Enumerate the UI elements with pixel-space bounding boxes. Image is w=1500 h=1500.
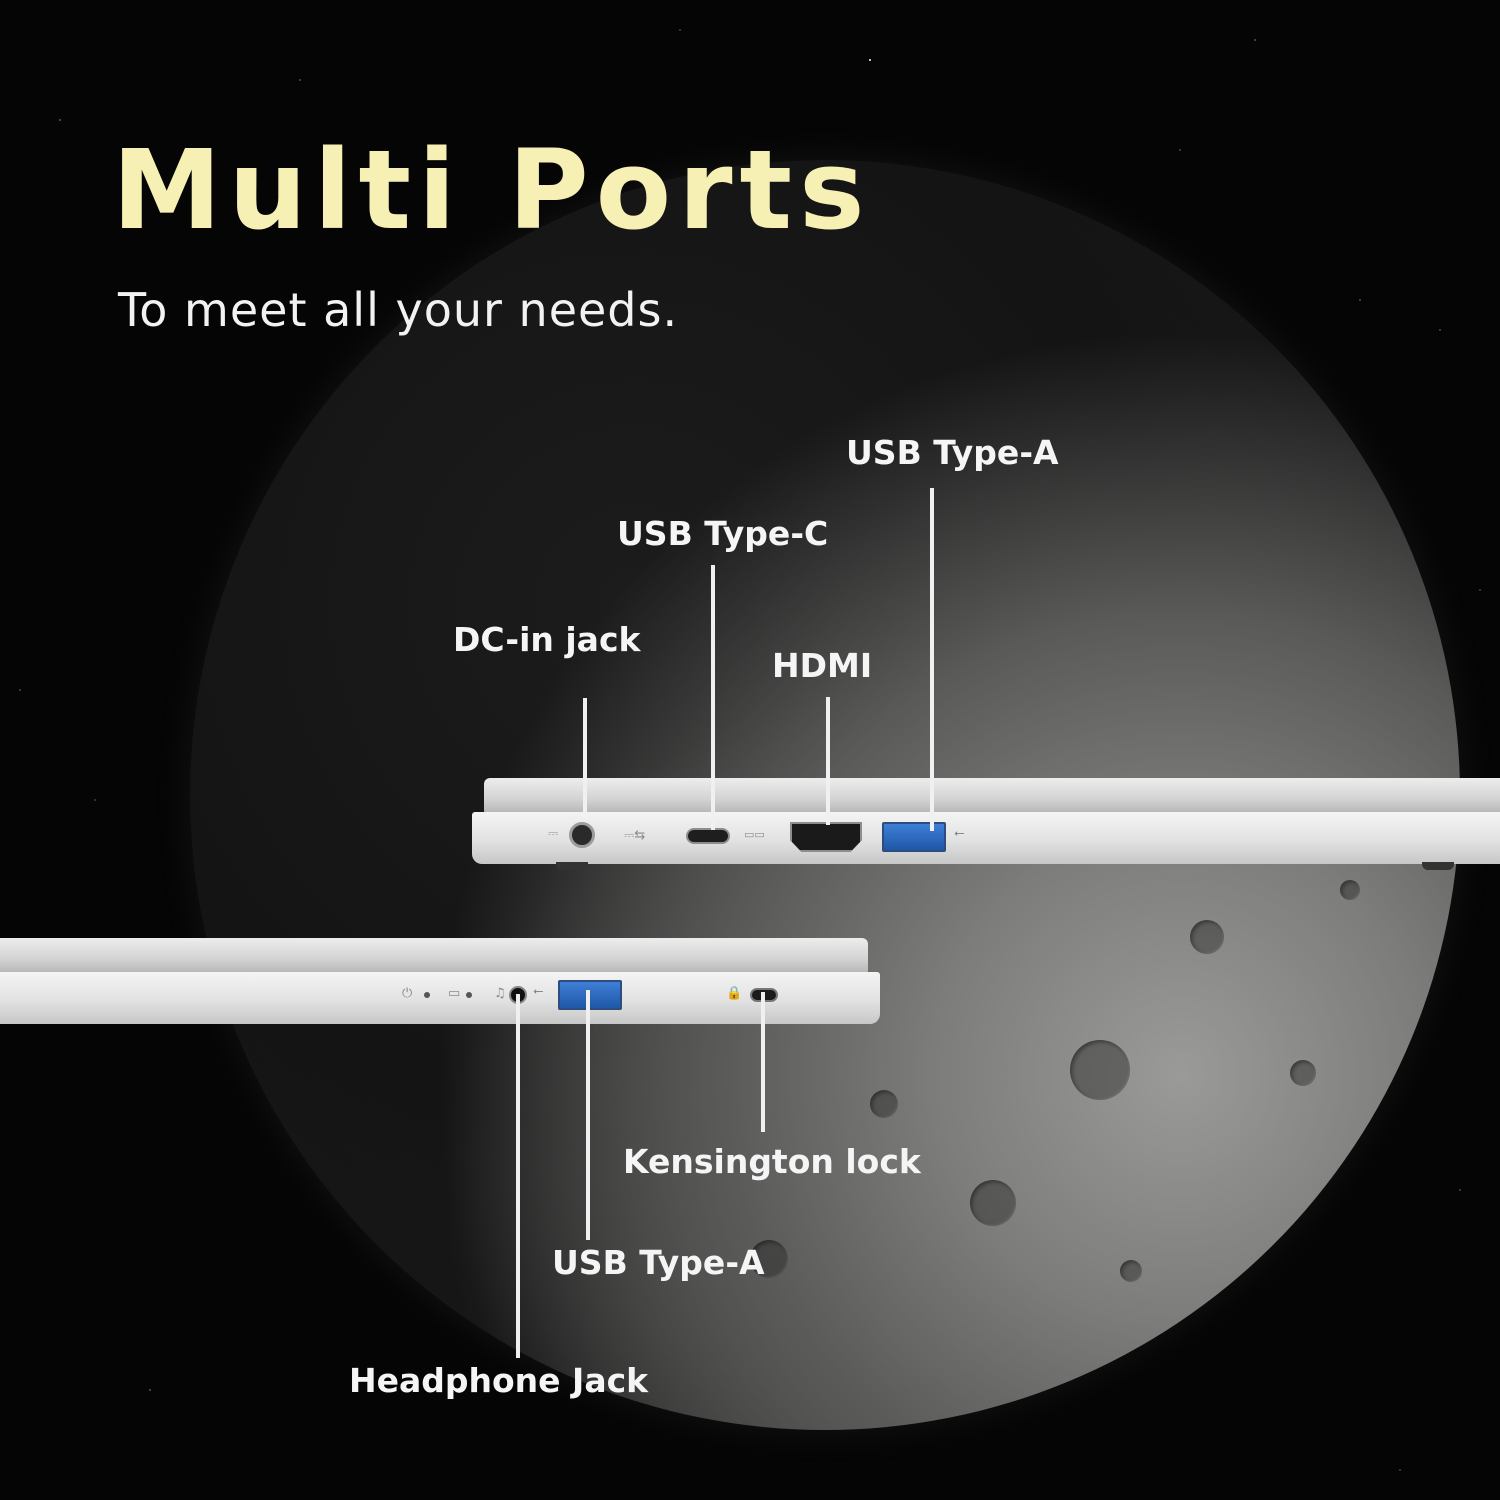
laptop-right-side-profile: ⎓ ⎓⇆ ▭▭ ⭠ xyxy=(472,778,1500,870)
laptop-foot xyxy=(556,862,588,870)
power-led xyxy=(424,992,430,998)
headset-icon: ♫ xyxy=(494,986,506,1001)
usb-a-port xyxy=(558,980,622,1010)
page-title: Multi Ports xyxy=(112,126,872,254)
dc-in-leader-line xyxy=(583,698,587,813)
hdmi-port xyxy=(790,822,862,852)
hdmi-icon: ▭▭ xyxy=(744,828,765,841)
moon-crater xyxy=(1340,880,1360,900)
usb-a-left-label: USB Type-A xyxy=(552,1243,765,1282)
usb-icon: ⭠ xyxy=(954,826,965,841)
moon-crater xyxy=(750,1240,788,1278)
usb-a-right-label: USB Type-A xyxy=(846,433,1059,472)
usb-c-icon: ⎓⇆ xyxy=(624,828,646,843)
power-led-icon: ⏻ xyxy=(402,986,413,1001)
kensington-leader-line xyxy=(761,992,765,1132)
lock-icon: 🔒 xyxy=(726,986,743,1001)
dc-in-label: DC-in jack xyxy=(453,620,641,659)
laptop-foot xyxy=(1422,862,1454,870)
usb-a-right-leader-line xyxy=(930,488,934,831)
headphone-label: Headphone Jack xyxy=(349,1361,649,1400)
laptop-left-side-profile: ⏻ ▭ ♫ ⭠ 🔒 xyxy=(0,938,880,1026)
hdmi-label: HDMI xyxy=(772,646,873,685)
moon-crater xyxy=(870,1090,898,1118)
laptop-lid xyxy=(0,938,868,974)
moon-crater xyxy=(1070,1040,1130,1100)
usb-c-port xyxy=(686,828,730,844)
moon-crater xyxy=(1190,920,1224,954)
usb-icon: ⭠ xyxy=(533,984,544,999)
headphone-leader-line xyxy=(516,994,520,1358)
usb-a-left-leader-line xyxy=(586,990,590,1240)
battery-led xyxy=(466,992,472,998)
page-subtitle: To meet all your needs. xyxy=(118,283,679,337)
kensington-label: Kensington lock xyxy=(623,1142,921,1181)
hdmi-leader-line xyxy=(826,697,830,825)
usb-c-label: USB Type-C xyxy=(617,514,829,553)
laptop-base: ⏻ ▭ ♫ ⭠ 🔒 xyxy=(0,972,880,1024)
laptop-base: ⎓ ⎓⇆ ▭▭ ⭠ xyxy=(472,812,1500,864)
dc-power-icon: ⎓ xyxy=(548,826,559,841)
moon-crater xyxy=(1120,1260,1142,1282)
moon-crater xyxy=(970,1180,1016,1226)
moon-crater xyxy=(1290,1060,1316,1086)
usb-a-port xyxy=(882,822,946,852)
usb-c-leader-line xyxy=(711,565,715,830)
battery-led-icon: ▭ xyxy=(448,986,461,1001)
dc-in-port xyxy=(569,822,595,848)
laptop-lid xyxy=(484,778,1500,814)
